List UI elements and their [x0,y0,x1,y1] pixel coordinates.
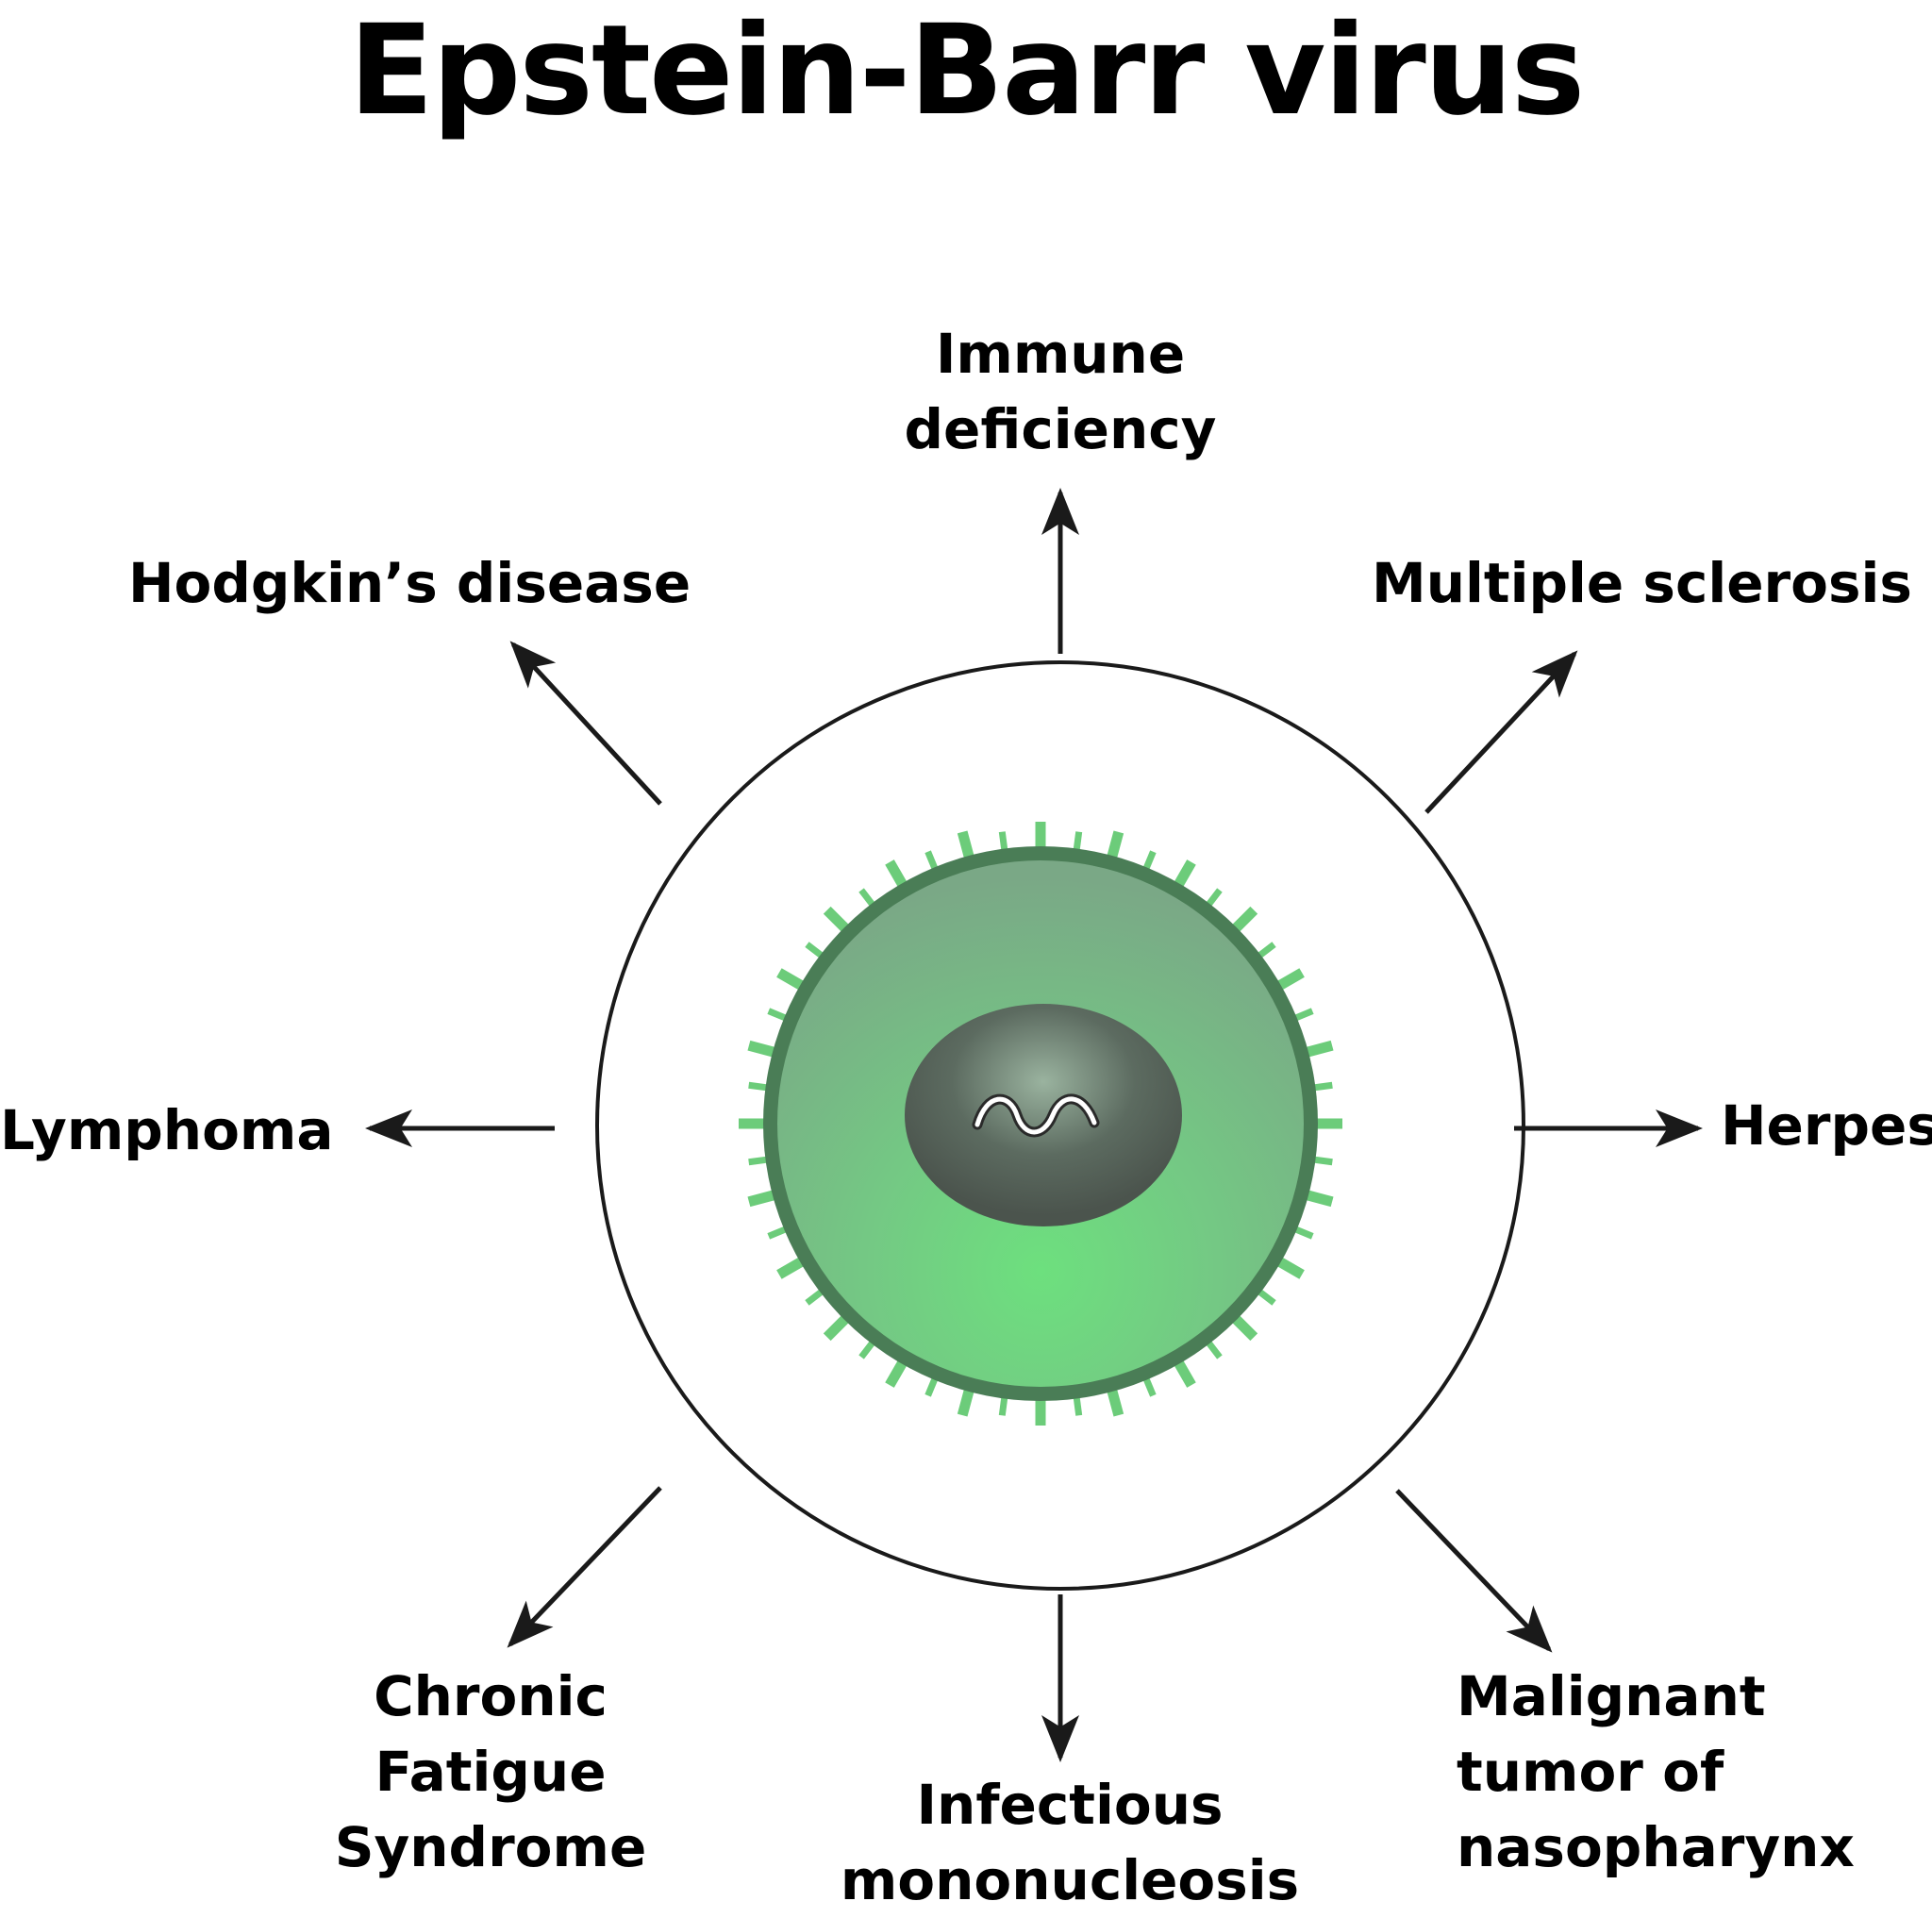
arrow-chronic-fatigue [507,1486,662,1648]
virus-nucleus [905,1004,1182,1226]
label-malignant-tumor-nasopharynx: Malignant tumor of nasopharynx [1457,1664,1855,1879]
label-multiple-sclerosis: Multiple sclerosis [1372,551,1912,615]
arrow-multiple-sclerosis [1424,650,1578,814]
label-immune-deficiency: Immune deficiency [904,322,1217,461]
label-chronic-fatigue-syndrome: Chronic Fatigue Syndrome [334,1664,647,1879]
arrow-hodgkins-disease [509,641,662,806]
dna-strand-icon [972,1093,1100,1138]
label-herpes: Herpes [1721,1093,1932,1158]
label-hodgkins-disease: Hodgkin’s disease [128,551,691,615]
page-title: Epstein-Barr virus [348,0,1586,143]
label-lymphoma: Lymphoma [0,1098,334,1162]
arrow-malignant-tumor [1395,1489,1553,1653]
label-infectious-mononucleosis: Infectious mononucleosis [840,1773,1300,1912]
